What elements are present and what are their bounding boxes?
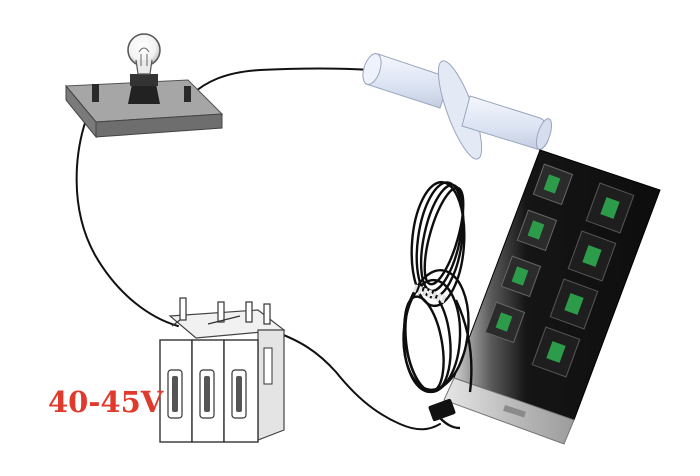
battery-pack-icon (159, 297, 286, 443)
plug-icon (428, 398, 461, 430)
lamp-terminal-right (184, 86, 191, 102)
coiled-power-cord (402, 180, 473, 394)
outlet-row-right (531, 182, 635, 378)
cable-tie (412, 284, 448, 304)
battery-cell-3 (223, 339, 259, 443)
power-strip-icon (443, 149, 661, 445)
light-bulb-icon (127, 33, 161, 75)
outlet-row-left (484, 163, 574, 344)
battery-terminals (171, 297, 271, 327)
wire-lamp-to-probe (189, 67, 373, 97)
lamp-terminal-left (92, 84, 99, 102)
wire-lamp-to-battery (75, 103, 179, 327)
battery-cell-2 (191, 339, 225, 443)
battery-cell-1 (159, 339, 193, 443)
lamp-assembly (64, 33, 224, 139)
voltage-label: 40-45V (48, 385, 164, 419)
wire-battery-to-plug (269, 329, 441, 431)
test-probe-icon (362, 53, 553, 160)
